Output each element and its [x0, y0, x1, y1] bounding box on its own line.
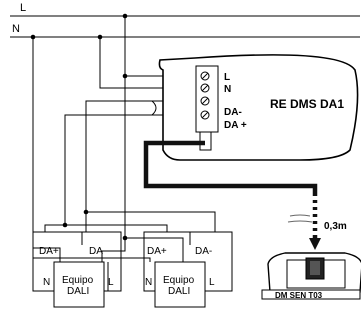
sensor-label-bar [261, 289, 361, 300]
module-title: RE DMS DA1 [270, 97, 344, 111]
ballast-1-body [53, 261, 105, 308]
cable-arrow-icon [309, 238, 321, 250]
ballast-1-da-plus: DA+ [39, 246, 59, 257]
wire-l-to-ballast1 [101, 238, 126, 262]
break-mark [289, 214, 311, 217]
junction-da-plus [62, 222, 68, 228]
sensor-label: DM SEN T03 [275, 291, 323, 300]
ballast-1: DA+ DA- N L Equipo DALI [32, 231, 122, 308]
ballast-2-l: L [209, 277, 215, 288]
ballast-1-n: N [43, 277, 50, 288]
supply-lines: L N [10, 2, 360, 40]
wire-crossover [151, 100, 157, 116]
line-n-label: N [12, 23, 20, 35]
wire-n-bus [32, 37, 61, 262]
ballast-2-name-1: Equipo [163, 275, 195, 286]
ballast-1-l: L [108, 277, 114, 288]
sensor-lens-highlight [310, 261, 320, 275]
ballast-2: DA+ DA- N L Equipo DALI [143, 231, 233, 308]
sensor-cable-line [143, 140, 318, 196]
wire-l-bus [124, 16, 184, 262]
sensor-cable: 0,3m [143, 140, 347, 250]
ballast-1-da-minus: DA- [89, 246, 106, 257]
ballast-2-da-plus: DA+ [147, 246, 167, 257]
ballast-2-body [154, 261, 206, 308]
terminal-da-minus-label: DA- [224, 107, 242, 118]
junction-l-ballast [122, 235, 128, 241]
break-mark-2 [287, 220, 313, 223]
ballast-1-name-2: DALI [67, 286, 89, 297]
sensor-dm-sen-t03: DM SEN T03 [261, 252, 361, 300]
line-l-label: L [20, 2, 26, 14]
junction-da-minus [83, 209, 89, 215]
ballast-2-da-minus: DA- [195, 246, 212, 257]
cable-length: 0,3m [324, 221, 347, 232]
ballast-1-name-1: Equipo [62, 275, 94, 286]
terminal-screws [199, 71, 212, 151]
module-re-dms-da1: L N DA- DA + RE DMS DA1 [158, 54, 359, 161]
terminal-n-label: N [224, 84, 231, 95]
wire-da-plus-ballast1 [44, 224, 65, 232]
junction-l-module [122, 73, 128, 79]
ballast-2-n: N [145, 277, 152, 288]
terminal-l-label: L [224, 72, 230, 83]
terminal-da-plus-label: DA + [224, 120, 247, 131]
ballast-2-name-2: DALI [168, 286, 190, 297]
